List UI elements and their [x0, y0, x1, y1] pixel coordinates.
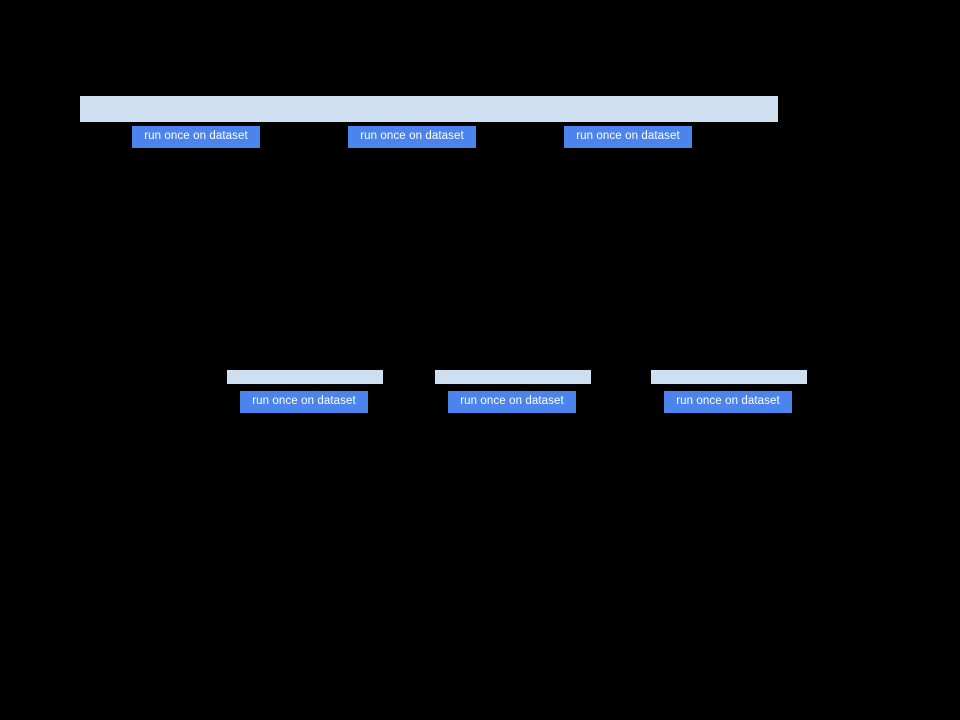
- lower-placeholder-panel-2: [435, 370, 591, 384]
- run-once-on-dataset-button-4[interactable]: run once on dataset: [240, 391, 368, 413]
- lower-placeholder-panel-3: [651, 370, 807, 384]
- run-once-on-dataset-button-5[interactable]: run once on dataset: [448, 391, 576, 413]
- lower-placeholder-panel-1: [227, 370, 383, 384]
- run-once-on-dataset-button-6[interactable]: run once on dataset: [664, 391, 792, 413]
- top-placeholder-panel: [80, 96, 778, 122]
- run-once-on-dataset-button-1[interactable]: run once on dataset: [132, 126, 260, 148]
- run-once-on-dataset-button-2[interactable]: run once on dataset: [348, 126, 476, 148]
- run-once-on-dataset-button-3[interactable]: run once on dataset: [564, 126, 692, 148]
